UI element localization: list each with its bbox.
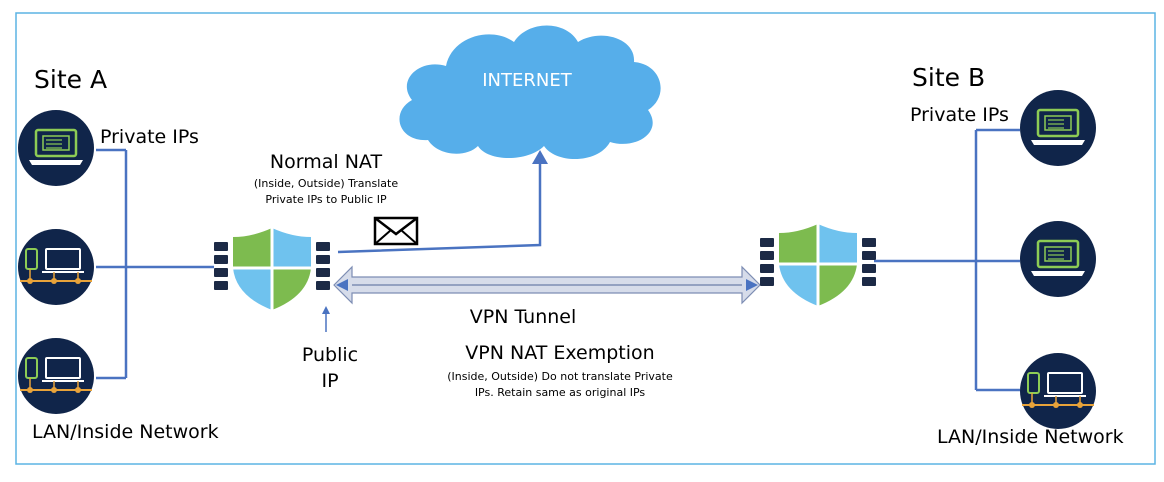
site-a-private-ips: Private IPs bbox=[100, 126, 199, 148]
normal-nat-line2: Private IPs to Public IP bbox=[265, 193, 387, 206]
normal-nat-line1: (Inside, Outside) Translate bbox=[254, 177, 398, 190]
public-ip-label-line1: Public bbox=[302, 344, 358, 366]
site-b-wiring bbox=[874, 128, 1020, 392]
normal-nat-title: Normal NAT bbox=[270, 151, 383, 173]
internet-link bbox=[337, 160, 542, 254]
public-ip-label-line2: IP bbox=[321, 370, 338, 392]
vpn-tunnel-label: VPN Tunnel bbox=[470, 306, 577, 328]
vpn-nat-exemption-line1: (Inside, Outside) Do not translate Priva… bbox=[447, 370, 673, 383]
site-a-phone-laptop-icon bbox=[17, 228, 95, 306]
envelope-icon bbox=[373, 216, 419, 246]
internet-cloud: INTERNET bbox=[399, 25, 661, 160]
site-b-laptop-icon-2 bbox=[1018, 219, 1098, 299]
site-a-title: Site A bbox=[34, 65, 107, 94]
vpn-tunnel-arrow bbox=[333, 265, 761, 305]
site-a-lan-label: LAN/Inside Network bbox=[32, 421, 219, 443]
site-a-phone-laptop-icon-2 bbox=[17, 337, 95, 415]
site-b-lan-label: LAN/Inside Network bbox=[937, 426, 1124, 448]
site-a-firewall-icon bbox=[212, 222, 332, 316]
diagram-border bbox=[15, 12, 1156, 465]
internet-arrow-head bbox=[532, 150, 548, 164]
public-ip-arrow-head bbox=[322, 306, 330, 314]
site-b-phone-laptop-icon bbox=[1019, 352, 1097, 430]
site-a-laptop-icon bbox=[16, 108, 96, 188]
internet-label: INTERNET bbox=[482, 70, 572, 91]
site-b-private-ips: Private IPs bbox=[910, 104, 1009, 126]
vpn-nat-exemption-line2: IPs. Retain same as original IPs bbox=[475, 386, 646, 399]
site-b-firewall-icon bbox=[758, 218, 878, 312]
vpn-nat-exemption-title: VPN NAT Exemption bbox=[465, 342, 654, 364]
site-a-wiring bbox=[96, 148, 214, 380]
site-b-title: Site B bbox=[912, 63, 985, 92]
site-b-laptop-icon bbox=[1018, 88, 1098, 168]
